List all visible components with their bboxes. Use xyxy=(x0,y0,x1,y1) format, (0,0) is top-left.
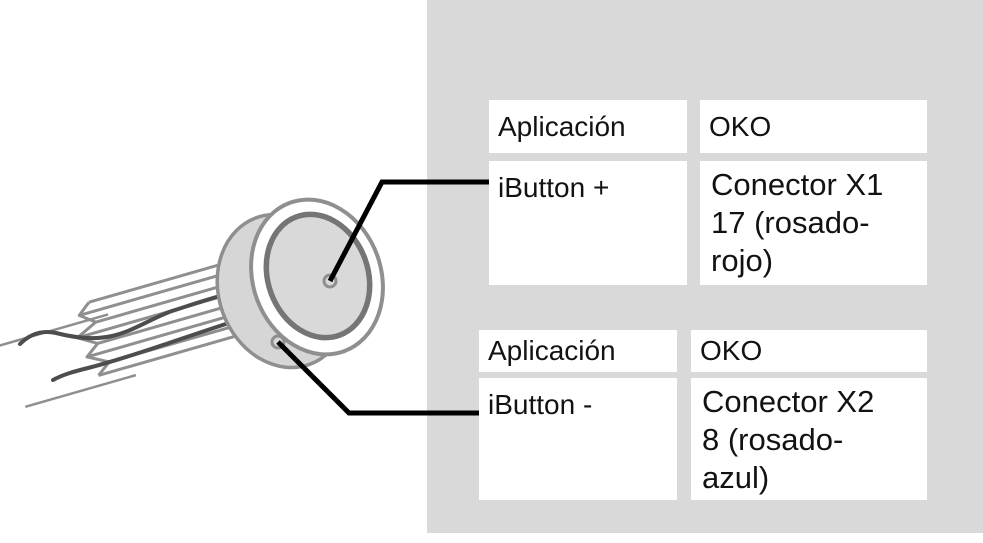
probe-wire-dark-1 xyxy=(18,286,274,346)
table1-cell-conector-x1: Conector X1 17 (rosado- rojo) xyxy=(700,161,927,285)
probe-wire-dark-2 xyxy=(51,312,278,382)
table1-header-oko: OKO xyxy=(700,100,927,153)
probe-body xyxy=(215,212,351,370)
table1-header-aplicacion: Aplicación xyxy=(489,100,687,153)
cable-cut-edge xyxy=(75,301,111,377)
table1-cell-ibutton-plus: iButton + xyxy=(489,161,687,285)
table2-cell-ibutton-minus: iButton - xyxy=(479,378,677,500)
probe-face-ring xyxy=(249,197,385,357)
table2-cell-conector-x2: Conector X2 8 (rosado- azul) xyxy=(691,378,927,500)
loose-wire-gray-2 xyxy=(25,373,137,409)
probe-cable-bundle xyxy=(0,253,279,409)
ibutton-minus-table: Aplicación OKO iButton - Conector X2 8 (… xyxy=(479,330,927,500)
loose-wire-gray-1 xyxy=(0,313,109,348)
table2-header-oko: OKO xyxy=(691,330,927,372)
ibutton-plus-table: Aplicación OKO iButton + Conector X1 17 … xyxy=(489,100,927,285)
probe-face-inner-ring xyxy=(263,211,373,341)
ibutton-plus-contact-dot xyxy=(322,273,338,289)
table2-header-aplicacion: Aplicación xyxy=(479,330,677,372)
ibutton-minus-contact-dot xyxy=(270,334,286,350)
